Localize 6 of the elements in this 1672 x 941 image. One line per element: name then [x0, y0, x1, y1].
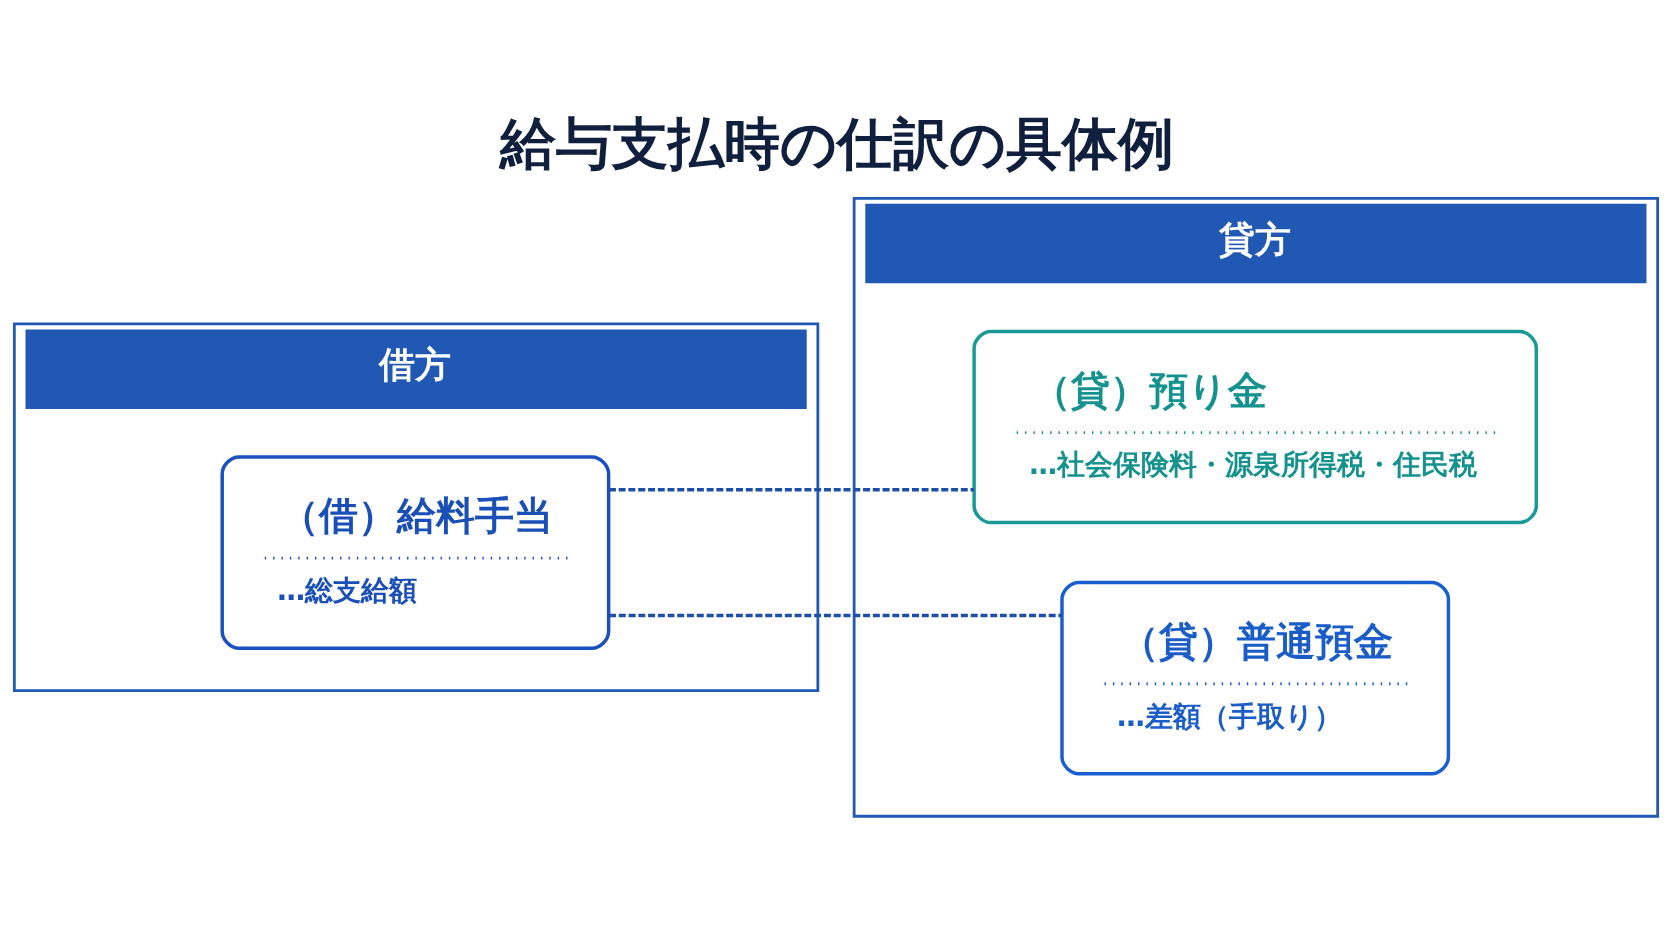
- connector: [609, 487, 975, 492]
- connector: [609, 613, 1062, 617]
- node-box: （貸）預り金 …社会保険料・源泉所得税・住民税: [972, 329, 1539, 524]
- node-box: （貸）普通預金 …差額（手取り）: [1060, 580, 1451, 775]
- node-box: （借）給料手当 …総支給額: [220, 454, 611, 650]
- diagram-title: 給与支払時の仕訳の具体例: [500, 110, 1175, 176]
